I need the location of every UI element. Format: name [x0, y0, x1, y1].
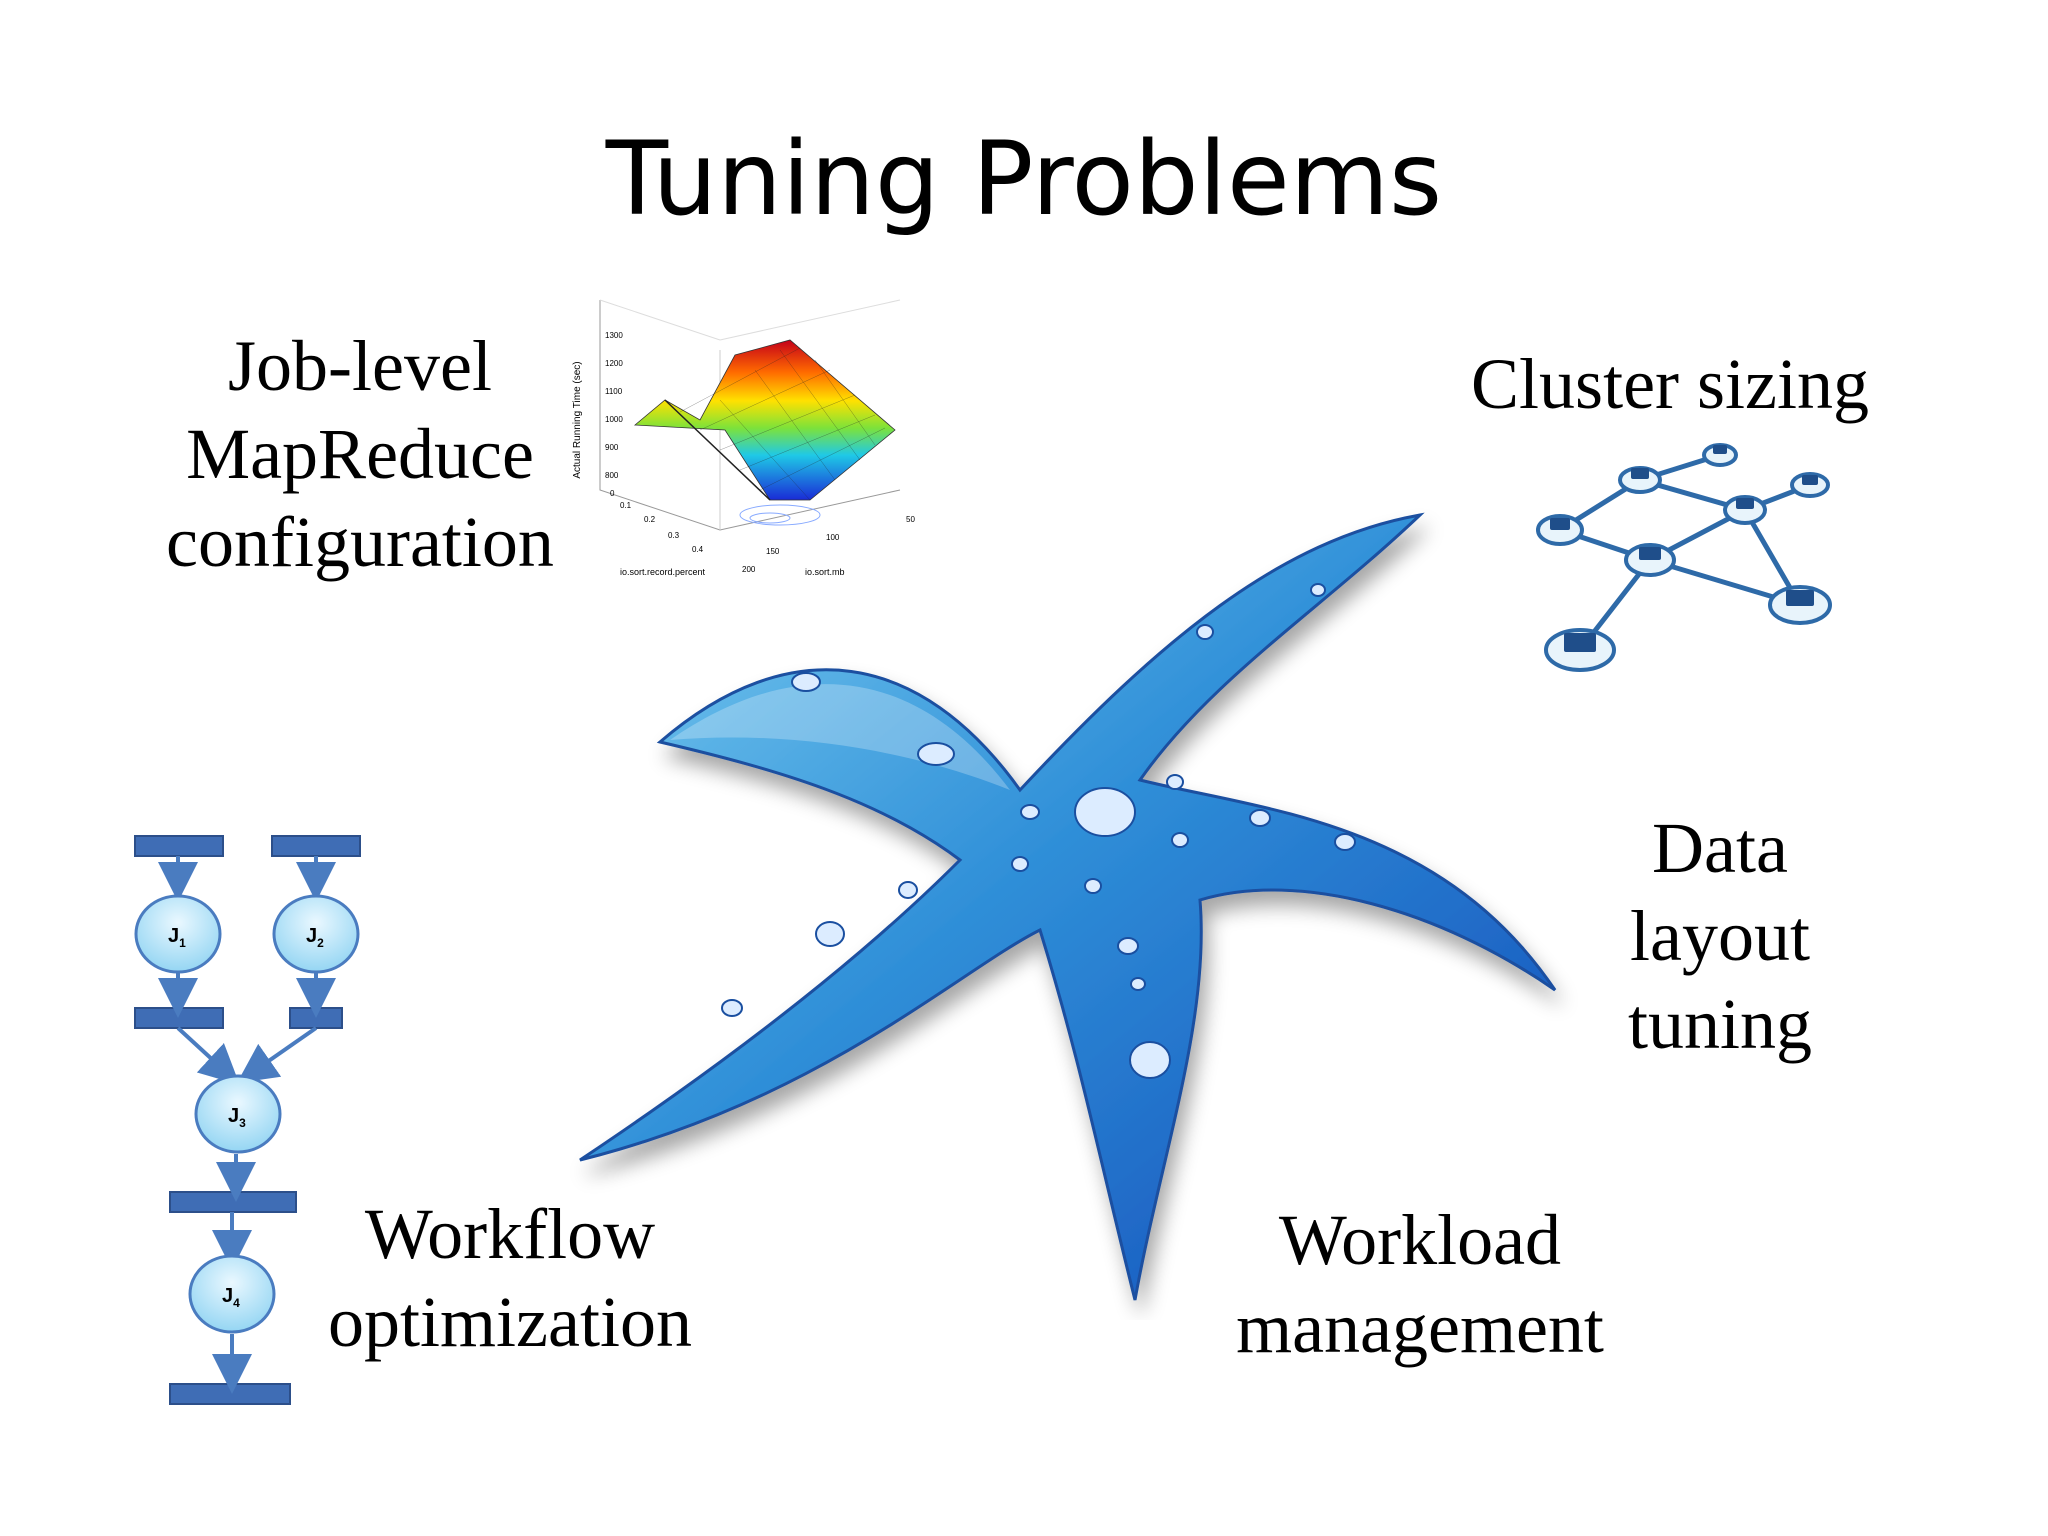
- dataset-bar: [271, 835, 361, 857]
- cluster-network-image: [1536, 443, 1832, 672]
- data-layout-line-1: Data: [1652, 808, 1788, 888]
- j4-sub: 4: [233, 1296, 240, 1310]
- dataset-bar: [134, 1007, 224, 1029]
- plot-ztick-3: 1100: [605, 387, 623, 396]
- workload-label: Workload management: [1200, 1196, 1640, 1372]
- plot-x2label: io.sort.mb: [805, 567, 845, 577]
- dataset-bar: [289, 1007, 343, 1029]
- j3-label: J: [228, 1105, 239, 1127]
- data-layout-line-3: tuning: [1627, 984, 1812, 1064]
- plot-x1tick-6: 200: [742, 565, 756, 574]
- plot-ztick-6: 800: [605, 471, 619, 480]
- plot-x1tick-5: 0.4: [692, 545, 704, 554]
- svg-text:J1: J1: [168, 925, 186, 950]
- data-layout-line-2: layout: [1630, 896, 1810, 976]
- workload-line-2: management: [1236, 1288, 1604, 1368]
- j2-label: J: [306, 925, 317, 947]
- dataset-bar: [169, 1383, 291, 1405]
- j4-label: J: [222, 1285, 233, 1307]
- j1-label: J: [168, 925, 179, 947]
- slide-title: Tuning Problems: [605, 120, 1443, 239]
- plot-zlabel: Actual Running Time (sec): [572, 361, 583, 478]
- svg-text:J4: J4: [222, 1285, 240, 1310]
- plot-ztick-5: 900: [605, 443, 619, 452]
- cluster-sizing-label: Cluster sizing: [1440, 340, 1900, 428]
- job-level-line-3: configuration: [166, 502, 554, 582]
- computer-icon: [1723, 495, 1767, 525]
- job-level-line-2: MapReduce: [186, 414, 534, 494]
- plot-ztick-2: 1200: [605, 359, 623, 368]
- dataset-bar: [134, 835, 224, 857]
- svg-text:J3: J3: [228, 1105, 246, 1130]
- workflow-dag: J1 J2 J3 J4: [134, 835, 361, 1405]
- plot-x1tick-3: 0.2: [644, 515, 656, 524]
- j3-sub: 3: [239, 1116, 246, 1130]
- plot-x1label: io.sort.record.percent: [620, 567, 706, 577]
- workflow-label: Workflow optimization: [300, 1190, 720, 1366]
- workflow-line-1: Workflow: [364, 1194, 656, 1274]
- plot-x1tick-2: 0.1: [620, 501, 632, 510]
- starfish-logo: [579, 512, 1557, 1301]
- job-node-j3: [194, 1074, 282, 1154]
- job-level-line-1: Job-level: [228, 326, 492, 406]
- plot-x2tick-2: 100: [826, 533, 840, 542]
- plot-x1tick-1: 0: [610, 489, 615, 498]
- plot-x1tick-4: 0.3: [668, 531, 680, 540]
- job-level-label: Job-level MapReduce configuration: [140, 322, 580, 586]
- svg-text:J2: J2: [306, 925, 324, 950]
- starfish-holes: [721, 583, 1356, 1079]
- workload-line-1: Workload: [1278, 1200, 1562, 1280]
- data-layout-label: Data layout tuning: [1560, 804, 1880, 1068]
- cluster-sizing-line-1: Cluster sizing: [1471, 344, 1869, 424]
- surface-mesh: [633, 339, 896, 501]
- workflow-line-2: optimization: [328, 1282, 692, 1362]
- plot-ztick-1: 1300: [605, 331, 623, 340]
- plot-x2tick-3: 50: [906, 515, 915, 524]
- job-node-j1: [134, 894, 222, 974]
- dataset-bar: [169, 1191, 297, 1213]
- j2-sub: 2: [317, 936, 324, 950]
- job-node-j4: [188, 1254, 276, 1334]
- j1-sub: 1: [179, 936, 186, 950]
- surface-plot-image: Actual Running Time (sec) 1300 1200 1100…: [572, 299, 915, 577]
- plot-ztick-4: 1000: [605, 415, 623, 424]
- plot-x2tick-1: 150: [766, 547, 780, 556]
- job-node-j2: [272, 894, 360, 974]
